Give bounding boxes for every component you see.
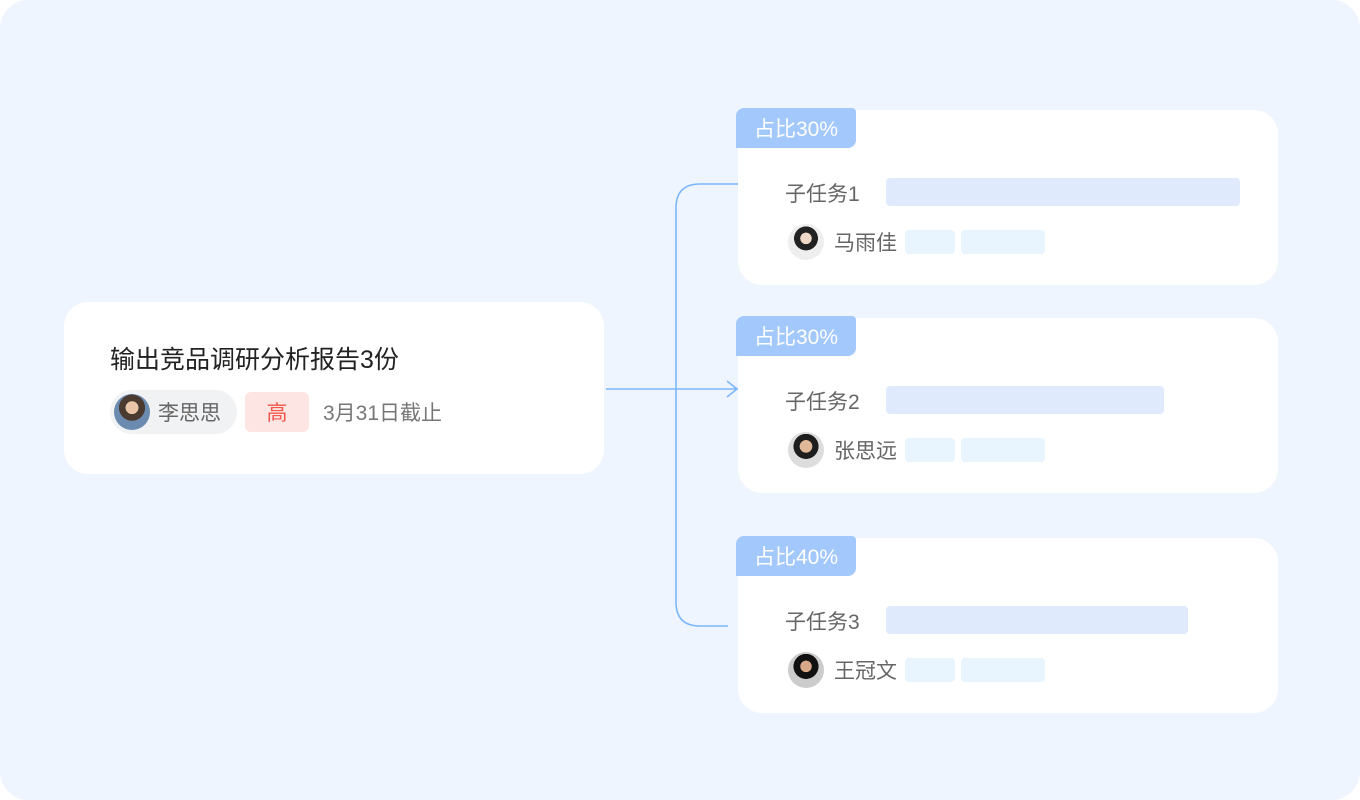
- owner-name: 李思思: [158, 402, 221, 425]
- subtask-bar: [886, 386, 1164, 414]
- assignee-name: 马雨佳: [834, 232, 897, 255]
- placeholder-tag: [905, 230, 955, 254]
- main-task-card[interactable]: 输出竞品调研分析报告3份 李思思 高 3月31日截止: [64, 302, 604, 474]
- subtask-label: 子任务1: [785, 183, 860, 206]
- placeholder-tag: [905, 658, 955, 682]
- avatar: [788, 652, 824, 688]
- subtask-card[interactable]: 占比30% 子任务1 马雨佳: [736, 108, 1278, 285]
- priority-badge: 高: [245, 392, 309, 432]
- avatar: [788, 224, 824, 260]
- placeholder-tag: [905, 438, 955, 462]
- subtask-label: 子任务2: [785, 391, 860, 414]
- assignee-name: 张思远: [834, 440, 897, 463]
- placeholder-tag: [961, 658, 1045, 682]
- share-badge: 占比30%: [736, 316, 856, 356]
- assignee-name: 王冠文: [834, 660, 897, 683]
- avatar: [114, 394, 150, 430]
- share-badge: 占比30%: [736, 108, 856, 148]
- owner-chip[interactable]: 李思思: [110, 390, 237, 434]
- subtask-label: 子任务3: [785, 611, 860, 634]
- avatar: [788, 432, 824, 468]
- due-date: 3月31日截止: [323, 402, 443, 425]
- placeholder-tag: [961, 438, 1045, 462]
- subtask-card[interactable]: 占比40% 子任务3 王冠文: [736, 536, 1278, 713]
- share-badge: 占比40%: [736, 536, 856, 576]
- placeholder-tag: [961, 230, 1045, 254]
- subtask-bar: [886, 178, 1240, 206]
- main-task-title: 输出竞品调研分析报告3份: [110, 346, 399, 374]
- subtask-card[interactable]: 占比30% 子任务2 张思远: [736, 316, 1278, 493]
- subtask-bar: [886, 606, 1188, 634]
